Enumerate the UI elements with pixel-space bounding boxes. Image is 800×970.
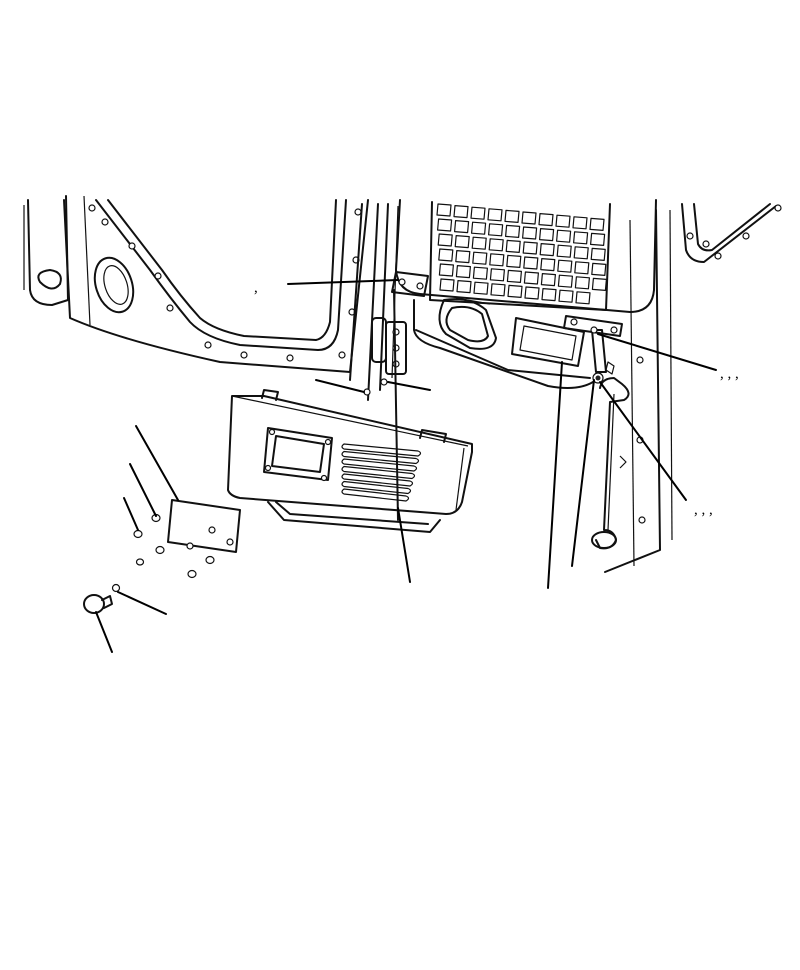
- vent-slot: [341, 473, 414, 487]
- grille-cell: [572, 216, 588, 230]
- grille-cell: [539, 243, 555, 257]
- grille-cell: [455, 265, 471, 279]
- right-side-panel: [681, 203, 782, 263]
- grille-cell: [473, 281, 489, 295]
- grille-cell: [472, 266, 488, 280]
- grille-cell: [557, 259, 573, 273]
- grille-cell: [437, 218, 453, 232]
- grille-frame: [429, 201, 611, 311]
- grille-cell: [505, 239, 521, 253]
- grille-cell: [555, 214, 571, 228]
- grille-cell: [539, 228, 555, 242]
- grille-cell: [574, 261, 590, 275]
- grille-cell: [490, 283, 506, 297]
- vent-slot: [341, 465, 416, 480]
- grille-cell: [506, 254, 522, 268]
- rear-grille: [429, 201, 611, 311]
- grille-cell: [556, 244, 572, 258]
- grille-cell: [489, 268, 505, 282]
- grille-cell: [557, 274, 573, 288]
- grille-cell: [558, 289, 574, 303]
- grille-cell: [522, 241, 538, 255]
- grille-cell: [522, 226, 538, 240]
- grille-cell: [506, 269, 522, 283]
- left-cab-panel: [23, 195, 369, 373]
- grille-cell: [589, 217, 605, 231]
- leader-lines: [95, 279, 717, 653]
- grille-cell: [438, 248, 454, 262]
- fasteners: [83, 513, 215, 614]
- grille-cell: [454, 235, 470, 249]
- grille-cell: [590, 232, 606, 246]
- grille-cell: [453, 205, 469, 219]
- grille-cell: [455, 250, 471, 264]
- grille-cell: [489, 253, 505, 267]
- grille-cell: [523, 256, 539, 270]
- grille-cell: [523, 271, 539, 285]
- grille-cell: [472, 251, 488, 265]
- grille-cell: [540, 258, 556, 272]
- grille-cell: [521, 211, 537, 225]
- grille-cell: [438, 263, 454, 277]
- grille-cell: [487, 208, 503, 222]
- grille-cell: [540, 273, 556, 287]
- grille-cell: [470, 206, 486, 220]
- rear-door-panel: [393, 199, 673, 573]
- callout-label-2: , , ,: [720, 366, 739, 382]
- grille-cell: [574, 276, 590, 290]
- grille-cell: [436, 203, 452, 217]
- grille-cell: [541, 288, 557, 302]
- vent-slot: [341, 443, 422, 457]
- grille-cell: [471, 236, 487, 250]
- tail-light-assembly: [391, 271, 623, 389]
- vent-slot: [341, 480, 412, 495]
- grille-cell: [556, 229, 572, 243]
- grille-cell: [573, 231, 589, 245]
- grille-cell: [573, 246, 589, 260]
- grille-cell: [505, 224, 521, 238]
- grille-cell: [456, 280, 472, 294]
- grille-cell: [591, 277, 607, 291]
- grab-handle: [591, 377, 630, 550]
- grille-cell: [507, 284, 523, 298]
- grille-cell: [439, 278, 455, 292]
- grille-cell: [538, 213, 554, 227]
- callout-label-1: ,: [254, 280, 258, 296]
- lower-cover: [227, 389, 473, 533]
- vent-slot: [341, 458, 418, 472]
- grille-cell: [524, 286, 540, 300]
- grille-cell: [437, 233, 453, 247]
- vent-slot: [341, 450, 420, 465]
- grille-cell: [575, 291, 591, 305]
- mounting-plate: [167, 499, 241, 553]
- grille-cell: [488, 238, 504, 252]
- grille-cell: [591, 262, 607, 276]
- vent-slot: [341, 488, 410, 502]
- callout-label-3: , , ,: [694, 502, 713, 518]
- grille-cell: [590, 247, 606, 261]
- grille-cell: [488, 223, 504, 237]
- grille-cell: [454, 220, 470, 234]
- grille-cell: [504, 209, 520, 223]
- grille-cell: [471, 221, 487, 235]
